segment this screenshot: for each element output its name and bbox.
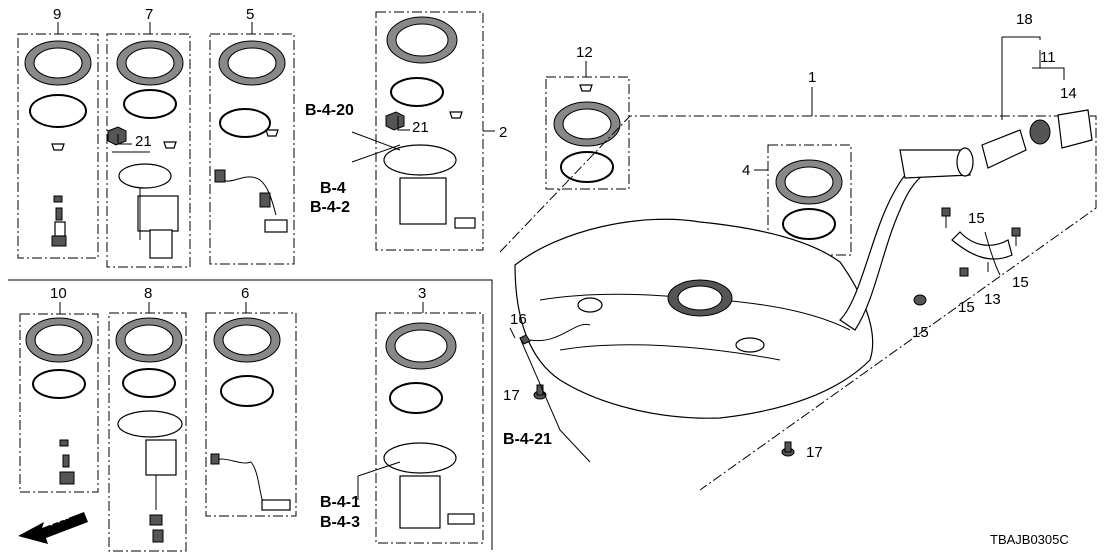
callout-14: 14 — [1060, 85, 1077, 102]
part-group-3 — [357, 302, 484, 544]
bolt-17a — [533, 384, 547, 400]
callout-21a: 21 — [135, 133, 152, 150]
bolt-15c — [1011, 227, 1021, 246]
callout-5: 5 — [246, 6, 254, 23]
part-group-9 — [17, 22, 99, 259]
callout-18: 18 — [1016, 11, 1033, 28]
front-direction-label: FR. — [46, 507, 71, 529]
callout-3: 3 — [418, 285, 426, 302]
ref-b-4[interactable]: B-4 — [320, 180, 346, 197]
b421-leader-top — [509, 327, 516, 339]
callout-15d: 15 — [912, 324, 929, 341]
bolt-15d — [913, 294, 927, 306]
front-direction-arrow — [18, 512, 88, 544]
bolt-15a — [941, 207, 951, 228]
bolt-17b — [781, 441, 795, 457]
callout-8: 8 — [144, 285, 152, 302]
callout-16: 16 — [510, 311, 527, 328]
part-group-6 — [205, 302, 297, 517]
callout-17a: 17 — [503, 387, 520, 404]
ref-b-4-20[interactable]: B-4-20 — [305, 102, 354, 119]
bracket-21a — [117, 134, 132, 145]
ref-b-4-21[interactable]: B-4-21 — [503, 431, 552, 448]
callout-11: 11 — [1040, 49, 1056, 66]
callout-15b: 15 — [958, 299, 975, 316]
callout-13: 13 — [984, 291, 1001, 308]
part-group-2 — [351, 11, 495, 251]
ref-b-4-2[interactable]: B-4-2 — [310, 199, 350, 216]
b421-leader — [519, 337, 561, 431]
ref-b-4-3[interactable]: B-4-3 — [320, 514, 360, 531]
part-group-5 — [209, 22, 295, 265]
callout-4: 4 — [742, 162, 750, 179]
callout-17b: 17 — [806, 444, 823, 461]
callout-2: 2 — [499, 124, 507, 141]
callout-15c: 15 — [1012, 274, 1029, 291]
row-separator — [8, 279, 493, 550]
callout-12: 12 — [576, 44, 593, 61]
part-group-10 — [19, 302, 99, 493]
b421-leader-bottom — [559, 429, 591, 463]
callout-10: 10 — [50, 285, 67, 302]
part-group-4 — [754, 144, 852, 256]
clip-16 — [519, 334, 531, 345]
part-group-8 — [108, 302, 187, 552]
fuel-tank-assembly — [499, 36, 1097, 491]
ref-b-4-1[interactable]: B-4-1 — [320, 494, 360, 511]
part-group-7 — [106, 22, 191, 268]
bracket-21b — [397, 116, 410, 131]
callout-15a: 15 — [968, 210, 985, 227]
callout-7: 7 — [145, 6, 153, 23]
bolt-15b — [959, 267, 969, 277]
callout-1: 1 — [808, 69, 816, 86]
callout-9: 9 — [53, 6, 61, 23]
part-group-12 — [545, 61, 630, 190]
callout-6: 6 — [241, 285, 249, 302]
callout-21b: 21 — [412, 119, 429, 136]
diagram-code: TBAJB0305C — [990, 532, 1069, 547]
